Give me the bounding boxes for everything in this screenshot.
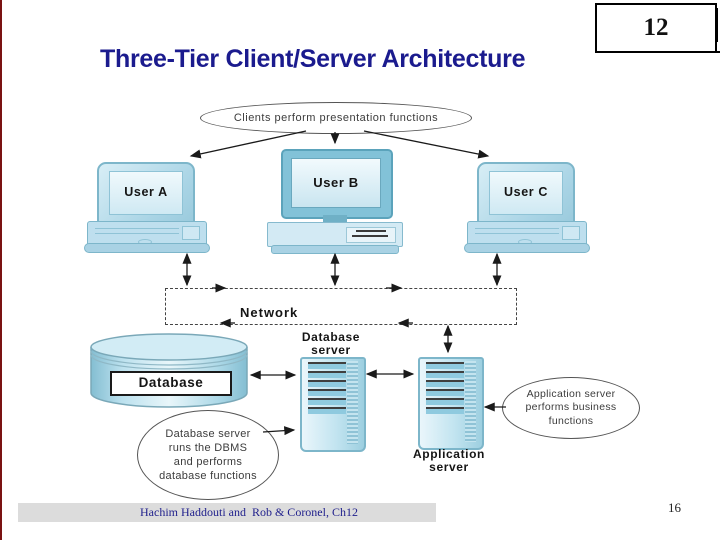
keyboard-line	[95, 228, 179, 229]
footer-attribution: Hachim Haddouti and Rob & Coronel, Ch12	[140, 505, 358, 519]
clients-ellipse-text: Clients perform presentation functions	[233, 112, 439, 124]
keyboard-line	[475, 228, 559, 229]
database-label: Database	[138, 375, 204, 391]
network-box	[165, 288, 517, 325]
user-c-laptop-screen: User C	[489, 171, 563, 215]
left-accent-bar	[0, 0, 2, 540]
drive-line	[356, 230, 386, 232]
slide-number: 12	[643, 14, 669, 41]
server-slots	[308, 362, 346, 416]
server-slots	[426, 362, 464, 416]
clients-ellipse: Clients perform presentation functions	[200, 102, 472, 134]
keyboard-line	[475, 233, 559, 234]
application-server-label: Application server	[413, 447, 485, 474]
slide-number-box: 12	[595, 3, 717, 53]
server-vent	[465, 361, 476, 442]
footer-bar	[18, 503, 436, 522]
database-server-function-ellipse: Database server runs the DBMS and perfor…	[137, 410, 279, 500]
slide-title: Three-Tier Client/Server Architecture	[100, 45, 526, 73]
network-label: Network	[240, 305, 299, 320]
user-a-laptop-base	[84, 243, 210, 253]
user-c-label: User C	[504, 185, 548, 200]
page-stack-edge-vertical	[716, 8, 718, 42]
keyboard-block	[562, 226, 580, 240]
user-b-label: User B	[313, 175, 359, 191]
database-label-box: Database	[110, 371, 232, 396]
keyboard-line	[95, 233, 179, 234]
user-b-monitor-neck	[323, 215, 347, 222]
user-b-unit-base	[271, 245, 399, 254]
user-a-label: User A	[124, 185, 168, 200]
keyboard-block	[182, 226, 200, 240]
user-b-screen: User B	[291, 158, 381, 208]
user-c-laptop-base	[464, 243, 590, 253]
server-vent	[347, 361, 358, 444]
page-stack-edge-horizontal	[711, 51, 720, 53]
user-a-laptop-screen: User A	[109, 171, 183, 215]
application-server-function-ellipse: Application server performs business fun…	[502, 377, 640, 439]
database-server-label: Database server	[301, 330, 361, 357]
page-number: 16	[668, 500, 681, 515]
drive-line	[352, 235, 388, 237]
